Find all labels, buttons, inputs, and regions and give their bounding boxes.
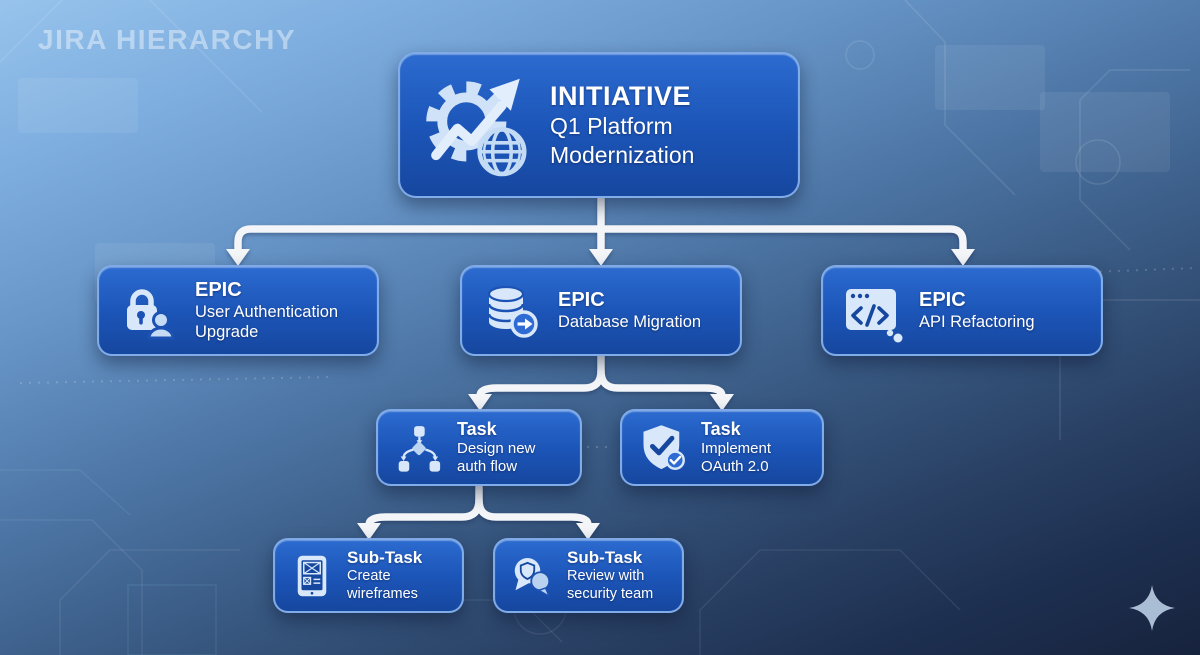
shield-check-icon	[643, 424, 685, 470]
wireframe-tablet-icon	[297, 555, 327, 596]
epic-node-api-refactoring: EPIC API Refactoring	[821, 265, 1103, 356]
page-title: JIRA HIERARCHY	[38, 24, 296, 55]
initiative-type-label: INITIATIVE	[550, 81, 692, 112]
initiative-node: INITIATIVE Q1 Platform Modernization	[398, 52, 800, 198]
flowchart-icon	[398, 425, 441, 472]
epic-title: API Refactoring	[919, 312, 1035, 331]
gear-growth-globe-icon	[426, 78, 527, 177]
subtask-node-create-wireframes: Sub-Task Create wireframes	[273, 538, 464, 613]
lock-user-icon	[127, 288, 175, 339]
task-type-label: Task	[457, 418, 497, 439]
subtask-type-label: Sub-Task	[347, 547, 423, 567]
database-arrow-icon	[487, 285, 538, 338]
epic-type-label: EPIC	[919, 288, 966, 311]
epic-node-database-migration: EPIC Database Migration	[460, 265, 742, 356]
code-window-icon	[846, 288, 903, 342]
task-title: Implement OAuth 2.0	[701, 439, 772, 475]
task-node-implement-oauth: Task Implement OAuth 2.0	[620, 409, 824, 486]
epic-title: User Authentication Upgrade	[195, 302, 339, 341]
epic-type-label: EPIC	[195, 278, 242, 301]
epic-title: Database Migration	[558, 312, 702, 331]
subtask-node-security-review: Sub-Task Review with security team	[493, 538, 684, 613]
task-type-label: Task	[701, 418, 741, 439]
initiative-title: Q1 Platform Modernization	[550, 113, 695, 168]
subtask-title: Review with security team	[567, 567, 654, 602]
subtask-title: Create wireframes	[347, 567, 418, 602]
sparkle-icon	[1129, 585, 1175, 631]
epic-type-label: EPIC	[558, 288, 605, 311]
task-title: Design new auth flow	[457, 439, 536, 475]
epic-node-user-authentication: EPIC User Authentication Upgrade	[97, 265, 379, 356]
task-node-design-auth-flow: Task Design new auth flow	[376, 409, 582, 486]
chat-review-icon	[514, 557, 551, 598]
subtask-type-label: Sub-Task	[567, 547, 643, 567]
